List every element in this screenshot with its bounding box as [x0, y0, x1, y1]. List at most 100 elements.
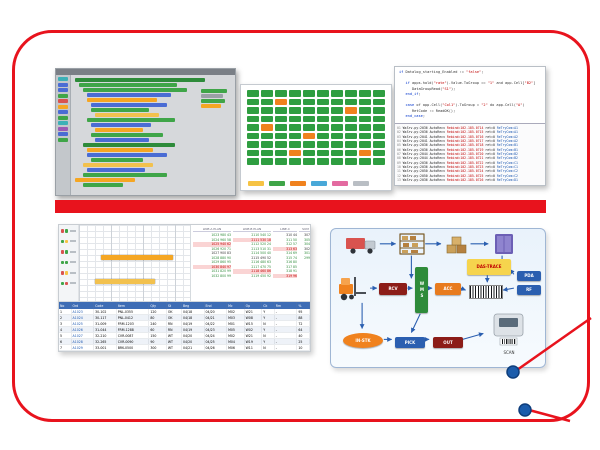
table-cell: W21	[245, 309, 263, 314]
table-cell: M05	[227, 327, 245, 332]
code-line: end_if;	[399, 92, 421, 96]
log-lines: 01 WsSrv.py:2036 AutoRecv Rebind=102.185…	[395, 123, 545, 185]
palette-block	[58, 137, 68, 142]
status-cell	[303, 132, 315, 139]
code-line: end_case;	[399, 114, 425, 118]
table-cell: 150	[149, 333, 167, 338]
status-cell	[261, 158, 273, 165]
group-line: 1023 980 43	[211, 233, 231, 237]
status-cell	[289, 98, 301, 105]
group-title: LINE-C	[273, 227, 297, 232]
column-header: Op	[245, 302, 263, 309]
palette-block	[58, 99, 68, 103]
table-cell: 3	[59, 321, 72, 326]
flow-truck-icon	[345, 235, 379, 255]
table-cell: -	[275, 345, 298, 350]
status-cell	[303, 90, 315, 97]
status-label-bar	[70, 250, 76, 253]
status-cell	[303, 149, 315, 156]
group-line: 310 44	[286, 233, 297, 237]
status-cell	[373, 132, 385, 139]
table-cell: Y	[262, 327, 275, 332]
schedule-grid	[79, 225, 191, 301]
status-cell	[345, 141, 357, 148]
group-line: 1027 900 83	[211, 251, 231, 256]
group-line: 318 91	[286, 269, 297, 274]
status-cell	[289, 124, 301, 131]
blockly-palette	[56, 75, 71, 195]
flow-wms: WMS	[415, 267, 428, 313]
group-line: 3026	[304, 246, 310, 251]
code-block	[91, 123, 151, 127]
status-grid-cells	[247, 90, 385, 165]
code-block	[87, 98, 157, 102]
table-cell: 10	[297, 345, 310, 350]
status-cell	[275, 149, 287, 156]
table-cell: WT	[167, 339, 182, 344]
table-cell: W08	[245, 315, 263, 320]
status-cell	[289, 115, 301, 122]
machine-status	[61, 250, 76, 254]
palette-block	[58, 110, 68, 114]
status-light	[61, 281, 64, 285]
column-header: Item	[117, 302, 150, 309]
log-line: 03 WsSrv.py:2041 AutoRecv Rebind=102.185…	[397, 134, 518, 139]
log-line: 01 WsSrv.py:2036 AutoRecv Rebind=102.185…	[397, 126, 518, 130]
group-line: 2112 520 24	[251, 242, 271, 247]
status-cell	[303, 158, 315, 165]
group-line: 2118 460 86	[233, 269, 271, 274]
table-cell: 32-265	[94, 339, 117, 344]
log-line: 10 WsSrv.py:2036 AutoRecv Rebind=102.185…	[397, 165, 518, 170]
status-cell	[303, 124, 315, 131]
legend-chip	[332, 181, 348, 186]
status-label-bar	[70, 229, 76, 232]
status-light	[61, 250, 64, 254]
status-cell	[261, 107, 273, 114]
status-cell	[261, 124, 273, 131]
log-line: 11 WsSrv.py:2050 AutoRecv Rebind=102.185…	[397, 169, 518, 174]
table-cell: A1029	[72, 345, 95, 350]
status-cell	[289, 132, 301, 139]
table-cell: 04/26	[205, 345, 228, 350]
column-header: End	[205, 302, 228, 309]
table-cell: M02	[227, 309, 245, 314]
table-cell: -	[275, 339, 298, 344]
table-cell: -	[275, 327, 298, 332]
group-title: SUM	[299, 227, 310, 232]
table-cell: A1025	[72, 321, 95, 326]
table-cell: 6	[59, 339, 72, 344]
palette-block	[58, 104, 68, 109]
status-cell	[275, 124, 287, 131]
palette-block	[58, 77, 68, 81]
code-block	[87, 153, 167, 157]
status-cell	[345, 107, 357, 114]
status-cell	[373, 90, 385, 97]
flow-rfgun: RF	[517, 285, 541, 295]
table-cell: 300	[149, 345, 167, 350]
group-line: 1024 960 58	[211, 237, 231, 242]
table-cell: 72	[297, 321, 310, 326]
table-cell: M04	[227, 339, 245, 344]
status-cell	[261, 132, 273, 139]
table-cell: W11	[245, 345, 263, 350]
table-cell: FRM-1203	[117, 321, 150, 326]
palette-block	[58, 93, 68, 98]
log-line: 08 WsSrv.py:2044 AutoRecv Rebind=102.185…	[397, 156, 518, 161]
machine-status	[61, 260, 76, 264]
legend-chip	[248, 181, 264, 186]
flow-pda: PDA	[517, 271, 541, 281]
status-cell	[289, 149, 301, 156]
group-line: 1026 920 71	[211, 246, 231, 251]
status-cell	[303, 107, 315, 114]
group-line: 2116 480 63	[251, 260, 271, 265]
blockly-body	[56, 75, 235, 195]
status-cell	[345, 132, 357, 139]
flow-forklift-icon	[337, 275, 369, 303]
status-cell	[289, 141, 301, 148]
status-cell	[247, 141, 259, 148]
status-cell	[373, 98, 385, 105]
status-cell	[303, 115, 315, 122]
